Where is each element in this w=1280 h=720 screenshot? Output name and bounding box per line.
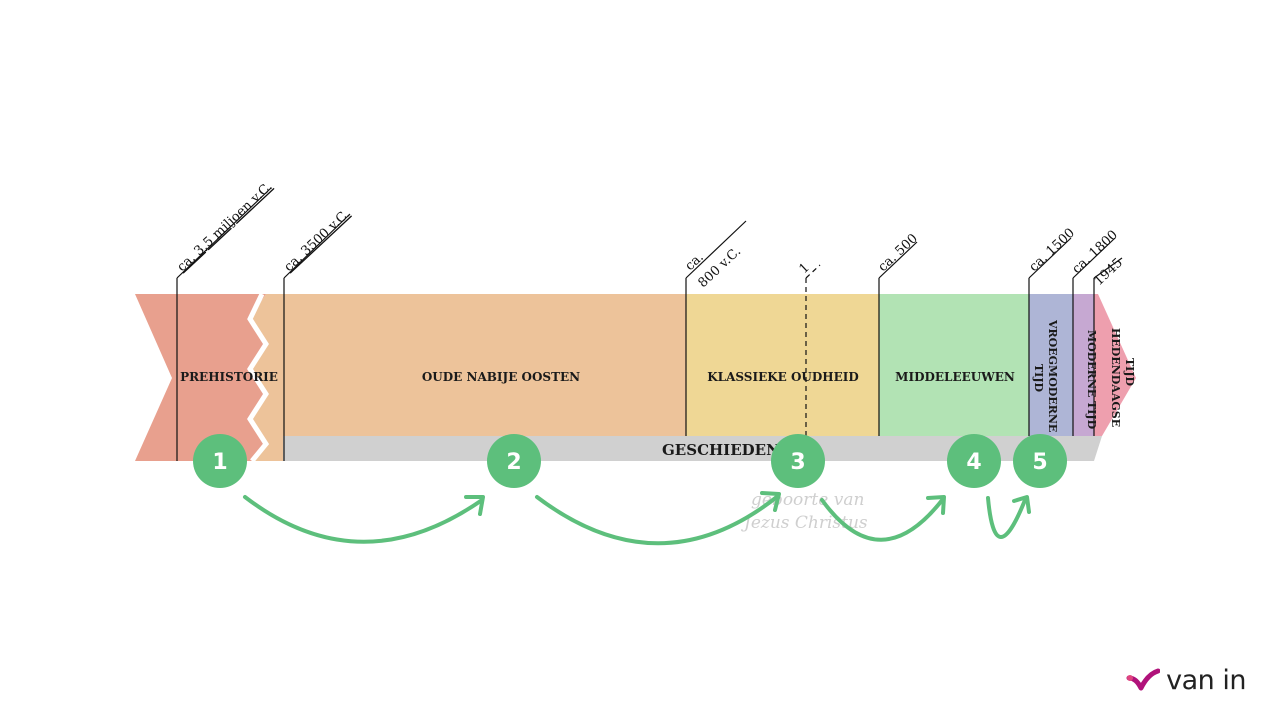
era-oude-nabije-oosten-block xyxy=(250,294,686,461)
van-in-check-icon xyxy=(1126,668,1161,690)
van-in-logo: van in xyxy=(1126,665,1246,696)
date-label-800: 800 v.C. xyxy=(695,244,744,291)
step-number-1: 1 xyxy=(212,450,227,475)
era-prehistorie-block xyxy=(135,294,266,461)
era-label-moderne: MODERNE TIJD xyxy=(1085,330,1098,430)
arrowhead xyxy=(760,491,781,512)
boundary-line xyxy=(1028,237,1072,279)
zigzag-break xyxy=(247,292,270,463)
step-number-4: 4 xyxy=(966,450,981,475)
step-number-5: 5 xyxy=(1032,450,1047,475)
boundary-line xyxy=(1093,257,1123,279)
step-circle-4 xyxy=(947,434,1001,488)
date-label-3500: ca. 3500 v.C. xyxy=(281,207,353,275)
step-number-2: 2 xyxy=(506,450,521,475)
date-label-1: 1 xyxy=(796,260,812,277)
arrowhead xyxy=(464,495,485,516)
era-label-middeleeuwen: MIDDELEEUWEN xyxy=(895,370,1015,384)
date-label-3-5-miljoen: ca. 3,5 miljoen v.C. xyxy=(174,179,275,275)
date-label-500: ca. 500 xyxy=(875,231,920,275)
arrowhead xyxy=(926,495,946,515)
boundary-lines xyxy=(176,187,1123,461)
era-label-klassieke-oudheid: KLASSIEKE OUDHEID xyxy=(707,370,859,384)
boundary-line xyxy=(176,187,272,279)
step-circle-2 xyxy=(487,434,541,488)
arrow-3-to-4 xyxy=(820,497,945,542)
boundary-line xyxy=(878,241,918,279)
history-band-label: GESCHIEDEN xyxy=(662,441,780,459)
arrowhead xyxy=(1012,495,1031,514)
arrow-1-to-2 xyxy=(243,495,484,544)
boundary-line xyxy=(805,264,821,279)
era-middeleeuwen-block xyxy=(879,294,1029,436)
step-arrows xyxy=(243,491,1031,546)
era-label-hedendaagse: HEDENDAAGSE xyxy=(1109,328,1122,427)
boundary-line xyxy=(283,213,351,279)
boundary-line xyxy=(1072,237,1116,279)
era-label-vroegmoderne: VROEGMODERNE xyxy=(1046,319,1059,432)
step-number-3: 3 xyxy=(790,450,805,475)
date-label-ca: ca. xyxy=(682,250,706,274)
arrow-2-to-3 xyxy=(535,494,780,546)
era-hedendaagse-block xyxy=(1094,294,1136,436)
arrow-4-to-5 xyxy=(986,496,1027,539)
van-in-wordmark: van in xyxy=(1166,665,1246,696)
step-circle-1 xyxy=(193,434,247,488)
era-label-prehistorie: PREHISTORIE xyxy=(180,370,278,384)
step-circle-3 xyxy=(771,434,825,488)
boundary-line xyxy=(685,220,747,279)
step-circle-5 xyxy=(1013,434,1067,488)
era-moderne-block xyxy=(1073,294,1094,436)
era-vroegmoderne-block xyxy=(1029,294,1073,436)
era-label-oude-nabije-oosten: OUDE NABIJE OOSTEN xyxy=(422,370,580,384)
era-klassieke-oudheid-block xyxy=(686,294,879,436)
step-circles: 1 2 3 4 5 xyxy=(193,434,1067,488)
era-label-vroegmoderne-tijd: TIJD xyxy=(1032,364,1045,393)
era-label-hedendaagse-tijd: TIJD xyxy=(1123,358,1136,387)
